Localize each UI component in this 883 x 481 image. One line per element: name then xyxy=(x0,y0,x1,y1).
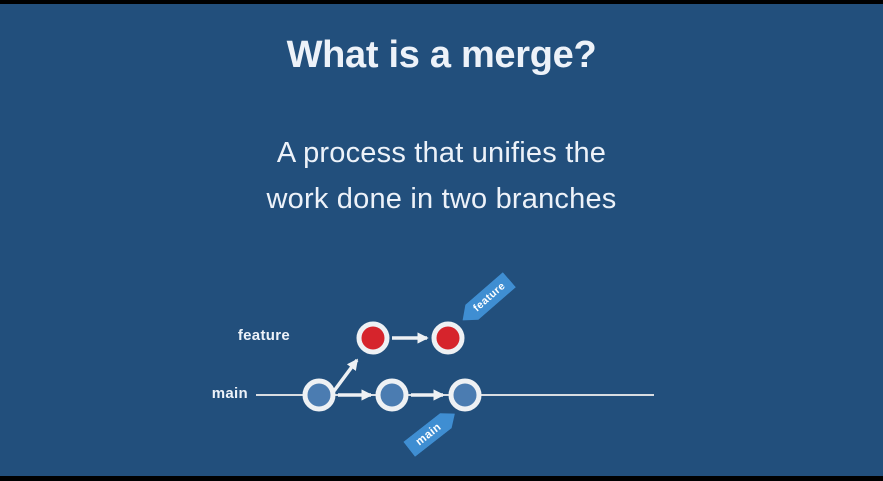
main-branch-label: main xyxy=(211,385,248,402)
git-branch-diagram: feature main feature main xyxy=(0,4,883,476)
commit-main-1 xyxy=(302,378,336,412)
commit-main-2 xyxy=(375,378,409,412)
commit-main-3 xyxy=(448,378,482,412)
arrow-main1-to-feature1 xyxy=(332,358,359,393)
branch-diagram-svg xyxy=(256,321,654,412)
subtitle-line-1: A process that unifies the xyxy=(276,137,607,169)
commit-feature-1 xyxy=(356,321,390,355)
commit-feature-2 xyxy=(431,321,465,355)
letterbox-bottom xyxy=(0,476,883,481)
subtitle-line-2: work done in two branches xyxy=(266,183,617,215)
letterbox-top xyxy=(0,0,883,4)
slide: What is a merge? A process that unifies … xyxy=(0,4,883,476)
feature-branch-label: feature xyxy=(237,327,290,344)
slide-subtitle: A process that unifies the work done in … xyxy=(0,130,883,222)
slide-title: What is a merge? xyxy=(286,34,597,76)
